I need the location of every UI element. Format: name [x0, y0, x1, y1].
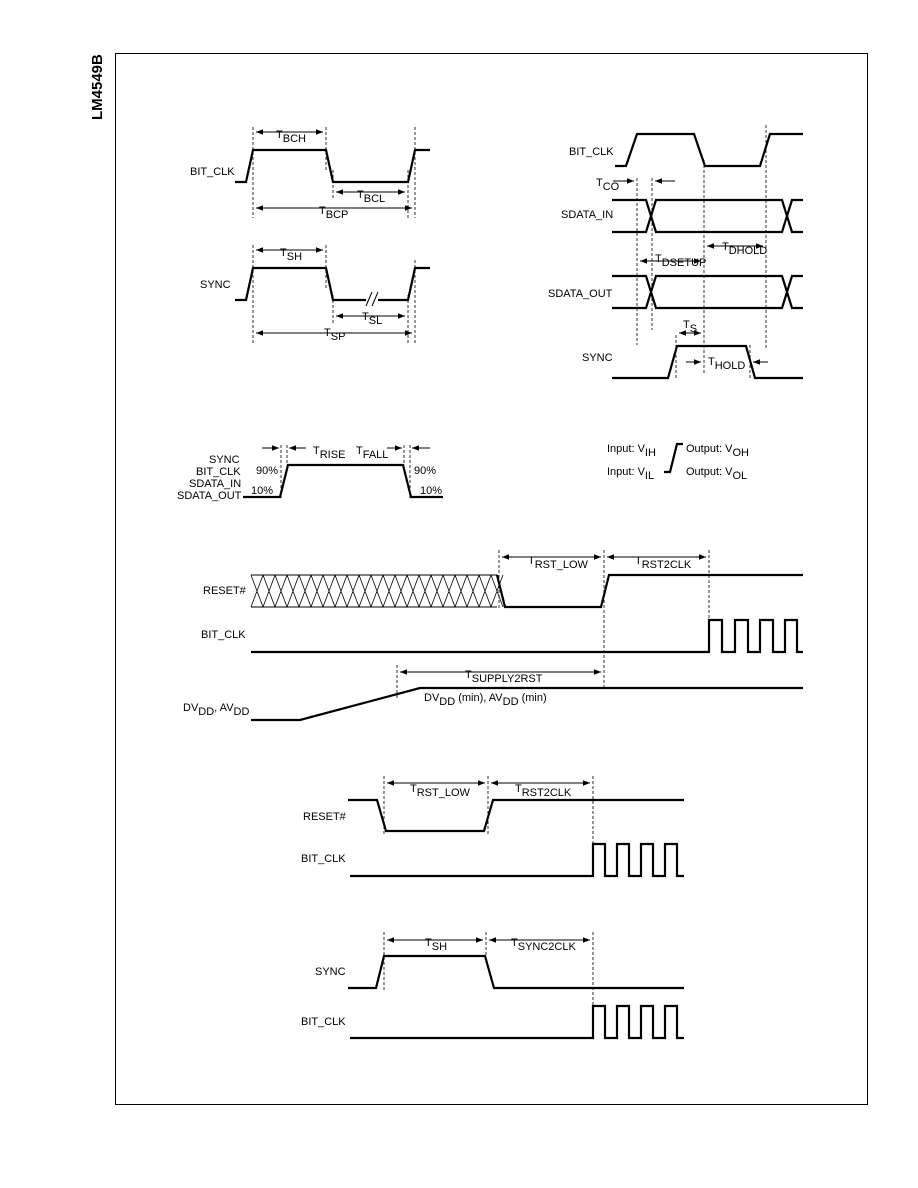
svg-text:TDHOLD: TDHOLD	[722, 241, 767, 257]
svg-text:TSH: TSH	[425, 937, 447, 953]
rise-fall-figure: SYNC BIT_CLK SDATA_IN SDATA_OUT 90% 10% …	[177, 445, 443, 502]
por-reset-waveform	[495, 573, 803, 609]
por-supply-label: DVDD, AVDD	[183, 702, 249, 718]
sdata-in-waveform	[612, 198, 803, 234]
svg-text:THOLD: THOLD	[708, 356, 745, 372]
sdata-in-label: SDATA_IN	[561, 209, 613, 221]
data-bitclk-label: BIT_CLK	[569, 146, 614, 158]
svg-text:TRST_LOW: TRST_LOW	[528, 555, 589, 571]
svg-text:TRISE: TRISE	[313, 445, 345, 461]
svg-text:TSP: TSP	[324, 327, 345, 343]
bitclk-signal-label: BIT_CLK	[190, 166, 235, 178]
warm-reset-figure: SYNC TSH TSYNC2CLK BIT_CLK	[301, 932, 684, 1040]
data-sync-waveform	[612, 344, 803, 380]
figure-frame	[115, 53, 868, 1105]
warm-sync-waveform	[348, 954, 684, 990]
svg-text:TDSETUP: TDSETUP	[655, 253, 706, 269]
warm-bitclk-label: BIT_CLK	[301, 1016, 346, 1028]
cold-reset-waveform	[348, 798, 684, 833]
reset-unknown-hatch	[250, 574, 504, 608]
cold-reset-figure: RESET# TRST_LOW TRST2CLK BIT_CLK	[301, 776, 684, 878]
svg-text:TSYNC2CLK: TSYNC2CLK	[511, 937, 576, 953]
svg-text:TCO: TCO	[596, 177, 620, 193]
warm-sync-label: SYNC	[315, 966, 346, 978]
risefall-signal-2: BIT_CLK	[196, 466, 241, 478]
por-reset-label: RESET#	[203, 585, 247, 597]
risefall-signal-4: SDATA_OUT	[177, 490, 242, 502]
svg-text:TRST_LOW: TRST_LOW	[410, 783, 471, 799]
cold-bitclk-label: BIT_CLK	[301, 853, 346, 865]
por-bitclk-waveform	[251, 618, 803, 654]
cold-bitclk-waveform	[350, 842, 684, 878]
svg-text:10%: 10%	[420, 485, 442, 497]
part-number-text: LM4549B	[89, 54, 106, 120]
svg-text:TSH: TSH	[280, 247, 302, 263]
warm-bitclk-waveform	[350, 1004, 684, 1040]
svg-text:TBCP: TBCP	[319, 205, 348, 221]
legend-edge-glyph	[664, 442, 683, 474]
svg-text:TRST2CLK: TRST2CLK	[635, 555, 692, 571]
power-on-reset-figure: RESET# TRST_LOW TRST2CLK BIT_CLK DVDD, A…	[183, 550, 803, 722]
svg-text:10%: 10%	[251, 485, 273, 497]
svg-text:Output: VOH: Output: VOH	[686, 443, 749, 459]
part-number-title: LM4549B	[89, 54, 106, 120]
svg-text:TBCL: TBCL	[357, 189, 385, 205]
svg-text:TS: TS	[683, 319, 697, 335]
svg-text:DVDD (min), AVDD (min): DVDD (min), AVDD (min)	[424, 692, 547, 708]
reset-unknown-hatch-lines	[250, 574, 504, 608]
svg-text:90%: 90%	[256, 465, 278, 477]
svg-text:90%: 90%	[414, 465, 436, 477]
data-bitclk-waveform	[615, 132, 803, 168]
svg-text:Output: VOL: Output: VOL	[686, 466, 747, 482]
data-sync-label: SYNC	[582, 352, 613, 364]
svg-text:TRST2CLK: TRST2CLK	[515, 783, 572, 799]
sync-signal-label: SYNC	[200, 279, 231, 291]
bitclk-timing-figure: BIT_CLK TBCH TBCL TBCP	[190, 127, 430, 221]
bitclk-waveform	[235, 148, 430, 184]
threshold-legend: Input: VIH Input: VIL Output: VOH Output…	[607, 442, 749, 482]
risefall-signal-3: SDATA_IN	[189, 478, 241, 490]
data-timing-figure: BIT_CLK SDATA_IN SDATA_OUT SYNC TCO TDSE…	[548, 125, 803, 380]
sdata-out-waveform	[612, 274, 803, 310]
svg-text:TFALL: TFALL	[356, 445, 388, 461]
sync-waveform	[235, 266, 366, 302]
svg-text:TSL: TSL	[362, 311, 382, 327]
cold-reset-label: RESET#	[303, 811, 347, 823]
svg-text:Input: VIL: Input: VIL	[607, 466, 654, 482]
svg-text:Input: VIH: Input: VIH	[607, 443, 656, 459]
svg-text:TBCH: TBCH	[276, 129, 306, 145]
risefall-waveform	[243, 463, 443, 499]
risefall-signal-1: SYNC	[209, 454, 240, 466]
sdata-out-label: SDATA_OUT	[548, 288, 613, 300]
por-supply-waveform	[251, 686, 803, 722]
sync-timing-figure: SYNC TSH TSL TSP	[200, 245, 430, 345]
por-bitclk-label: BIT_CLK	[201, 629, 246, 641]
svg-text:TSUPPLY2RST: TSUPPLY2RST	[465, 669, 543, 685]
